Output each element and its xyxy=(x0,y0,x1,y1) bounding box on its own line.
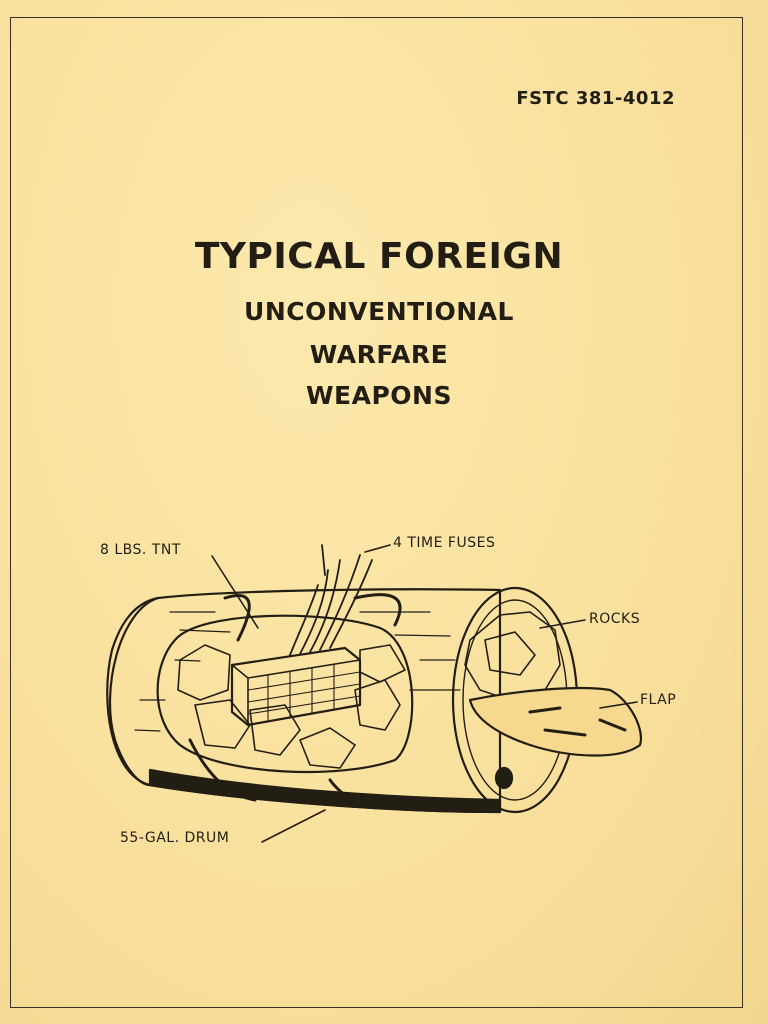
tnt-block xyxy=(230,646,362,727)
label-fuses-suffix: FUSES xyxy=(447,535,496,551)
label-fuses: 4 TIME FUSES xyxy=(393,535,495,551)
page-title: TYPICAL FOREIGN xyxy=(194,236,564,277)
subtitle-line-1: UNCONVENTIONAL xyxy=(244,297,514,326)
strap-right xyxy=(328,593,402,808)
label-drum: 55-GAL. DRUM xyxy=(120,830,230,846)
strap-left xyxy=(188,593,257,802)
time-fuses xyxy=(289,544,373,656)
label-flap: FLAP xyxy=(640,692,677,708)
label-fuses-prefix: 4 TIME xyxy=(393,535,443,551)
page-border xyxy=(10,17,743,1008)
drum-left-end xyxy=(108,596,160,787)
label-tnt: 8 LBS. TNT xyxy=(100,542,181,558)
label-rocks: ROCKS xyxy=(589,611,641,627)
subtitle-line-2: WARFARE xyxy=(309,340,449,369)
document-number: FSTC 381-4012 xyxy=(516,88,675,109)
cutaway-opening xyxy=(156,614,414,774)
subtitle-line-3: WEAPONS xyxy=(305,381,452,410)
flap xyxy=(468,686,643,757)
